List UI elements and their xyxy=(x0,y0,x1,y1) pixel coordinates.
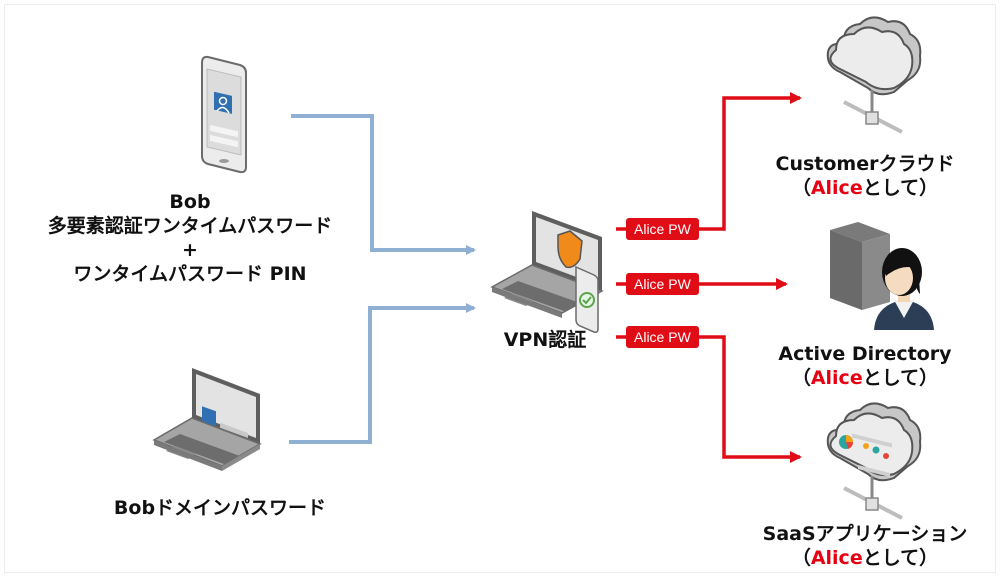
smartphone-login-icon xyxy=(201,55,247,174)
source-mfa-line-4: ワンタイムパスワード PIN xyxy=(73,263,307,285)
alice-highlight: Alice xyxy=(810,367,863,389)
source-mfa-line-1: Bob xyxy=(169,191,211,213)
diagram-frame xyxy=(4,4,996,573)
alice-pw-badge-saas: Alice PW xyxy=(626,326,699,348)
target-label-active-directory: Active Directory （Aliceとして） xyxy=(740,342,990,390)
alice-highlight: Alice xyxy=(810,547,863,569)
target-title: Active Directory xyxy=(778,343,952,365)
connector-mfa-to-vpn xyxy=(291,114,476,255)
alice-pw-badge-cloud: Alice PW xyxy=(626,218,699,240)
target-title: Customerクラウド xyxy=(775,153,955,175)
laptop-login-icon xyxy=(152,368,262,471)
connector-domain-to-vpn xyxy=(289,303,476,444)
source-label-bob-mfa: Bob 多要素認証ワンタイムパスワード + ワンタイムパスワード PIN xyxy=(20,190,360,286)
cloud-app-icon xyxy=(826,402,922,520)
laptop-shield-icon xyxy=(490,211,604,333)
server-user-icon xyxy=(830,222,934,330)
source-mfa-line-2: 多要素認証ワンタイムパスワード xyxy=(47,215,333,237)
cloud-network-icon xyxy=(826,16,922,134)
source-mfa-line-3: + xyxy=(182,239,198,261)
alice-pw-badge-ad: Alice PW xyxy=(626,273,699,295)
source-domain-line-1: Bobドメインパスワード xyxy=(113,497,327,519)
alice-highlight: Alice xyxy=(810,177,863,199)
target-subtitle: （Aliceとして） xyxy=(791,367,939,389)
hub-label: VPN認証 xyxy=(503,329,587,351)
source-label-bob-domain: Bobドメインパスワード xyxy=(60,496,380,520)
target-title: SaaSアプリケーション xyxy=(762,523,968,545)
target-subtitle: （Aliceとして） xyxy=(791,547,939,569)
target-label-customer-cloud: Customerクラウド （Aliceとして） xyxy=(740,152,990,200)
target-label-saas-app: SaaSアプリケーション （Aliceとして） xyxy=(740,522,990,570)
target-subtitle: （Aliceとして） xyxy=(791,177,939,199)
